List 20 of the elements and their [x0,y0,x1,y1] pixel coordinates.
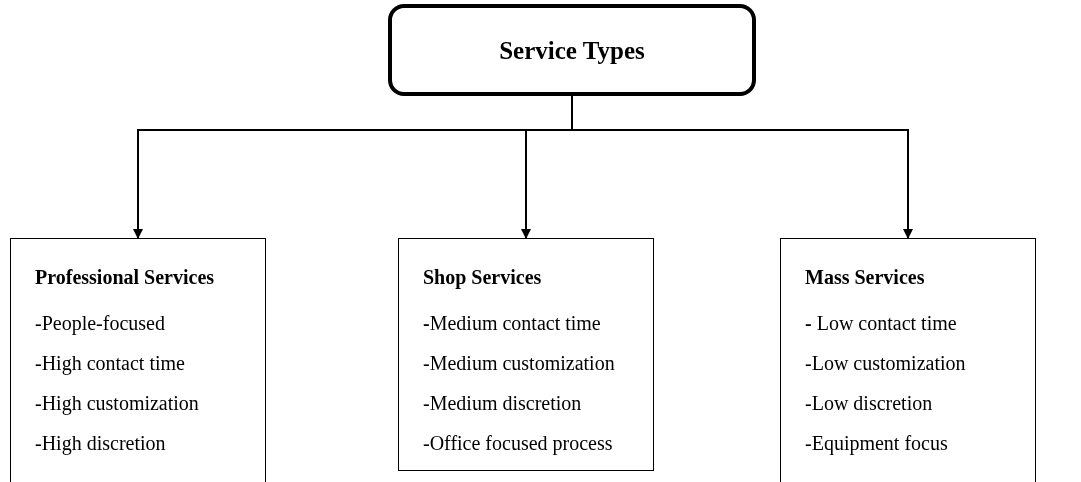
list-item: -Medium contact time [423,311,602,336]
list-item: -Medium discretion [423,391,583,416]
category-box [780,238,1036,482]
heading: Professional Services [35,265,216,290]
list-item: -Medium customization [423,351,616,376]
heading: Service Types [499,37,645,63]
list-item: - Low contact time [805,311,958,336]
list-item: -People-focused [35,311,166,336]
list-item: -High discretion [35,431,167,456]
heading: Shop Services [423,265,543,290]
list-item: -High contact time [35,351,186,376]
list-item: -High customization [35,391,200,416]
heading: Mass Services [805,265,926,290]
list-item: -Equipment focus [805,431,949,456]
category-box [398,238,654,471]
list-item: -Low discretion [805,391,934,416]
list-item: -Low customization [805,351,967,376]
list-item: -Office focused process [423,431,614,456]
category-box [10,238,266,482]
title-box [388,4,756,96]
